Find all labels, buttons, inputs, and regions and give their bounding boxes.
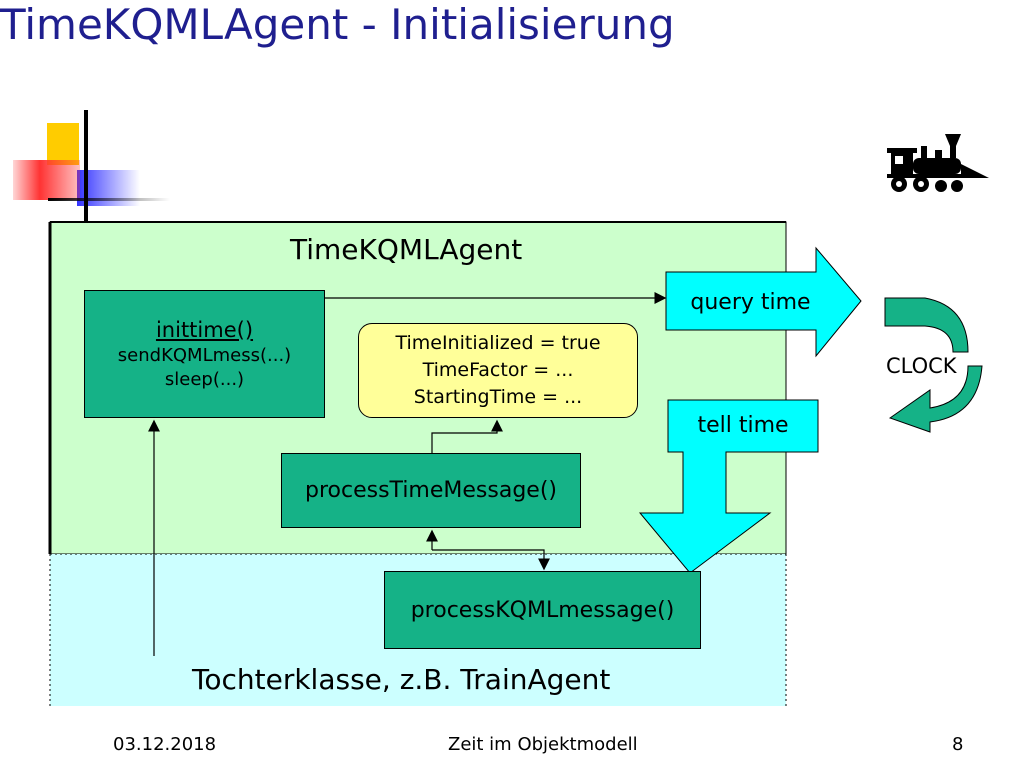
query-time-label: query time	[690, 290, 811, 315]
footer-date: 03.12.2018	[113, 734, 217, 755]
ptm-to-state-line	[431, 419, 503, 453]
inittime-box: inittime() sendKQMLmess(...) sleep(...)	[84, 290, 325, 418]
inittime-method: inittime()	[155, 317, 254, 342]
state-line-initialized: TimeInitialized = true	[395, 332, 601, 354]
process-kqml-message-label: processKQMLmessage()	[410, 597, 675, 623]
subclass-label: Tochterklasse, z.B. TrainAgent	[192, 663, 611, 696]
page-number: 8	[952, 734, 964, 755]
process-time-message-box: processTimeMessage()	[281, 453, 581, 528]
state-line-factor: TimeFactor = ...	[422, 359, 574, 381]
tell-time-arrow	[638, 399, 819, 574]
query-time-arrow	[665, 246, 862, 358]
ptm-to-pkm-line	[432, 549, 550, 571]
footer-title: Zeit im Objektmodell	[448, 734, 638, 755]
inittime-line-sleep: sleep(...)	[164, 368, 245, 390]
clock-arrow-bottom	[888, 365, 983, 433]
state-line-starting: StartingTime = ...	[413, 386, 583, 408]
process-time-message-label: processTimeMessage()	[305, 478, 557, 503]
clock-arrow-top	[884, 297, 969, 353]
tell-time-label: tell time	[697, 413, 789, 438]
clock-label: CLOCK	[886, 354, 957, 378]
inittime-line-send: sendKQMLmess(...)	[117, 344, 292, 366]
agent-label: TimeKQMLAgent	[290, 233, 523, 266]
corner-decoration	[13, 110, 170, 222]
state-box: TimeInitialized = true TimeFactor = ... …	[358, 323, 638, 418]
process-kqml-message-box: processKQMLmessage()	[384, 571, 701, 649]
page-title: TimeKQMLAgent - Initialisierung	[0, 0, 675, 49]
locomotive-icon	[887, 134, 989, 192]
